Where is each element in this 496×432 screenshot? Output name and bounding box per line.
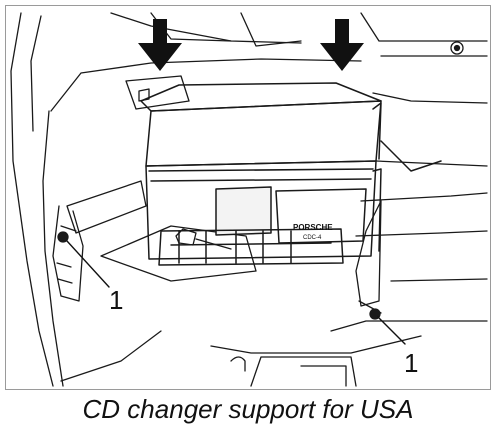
figure-caption: CD changer support for USA (82, 394, 414, 424)
leader-lines (66, 240, 406, 345)
unit-brand-text: PORSCHE (293, 223, 333, 232)
technical-illustration: PORSCHE CDC-4 1 1 (5, 5, 491, 390)
unit-model-text: CDC-4 (303, 235, 322, 241)
mounting-screws (57, 41, 464, 320)
arrow-icon (320, 19, 364, 71)
callout-label-1-left: 1 (109, 285, 124, 315)
body-panels (10, 12, 488, 387)
cd-changer-unit (140, 82, 442, 266)
arrow-icon (138, 19, 182, 71)
callout-label-1-right: 1 (404, 348, 419, 378)
